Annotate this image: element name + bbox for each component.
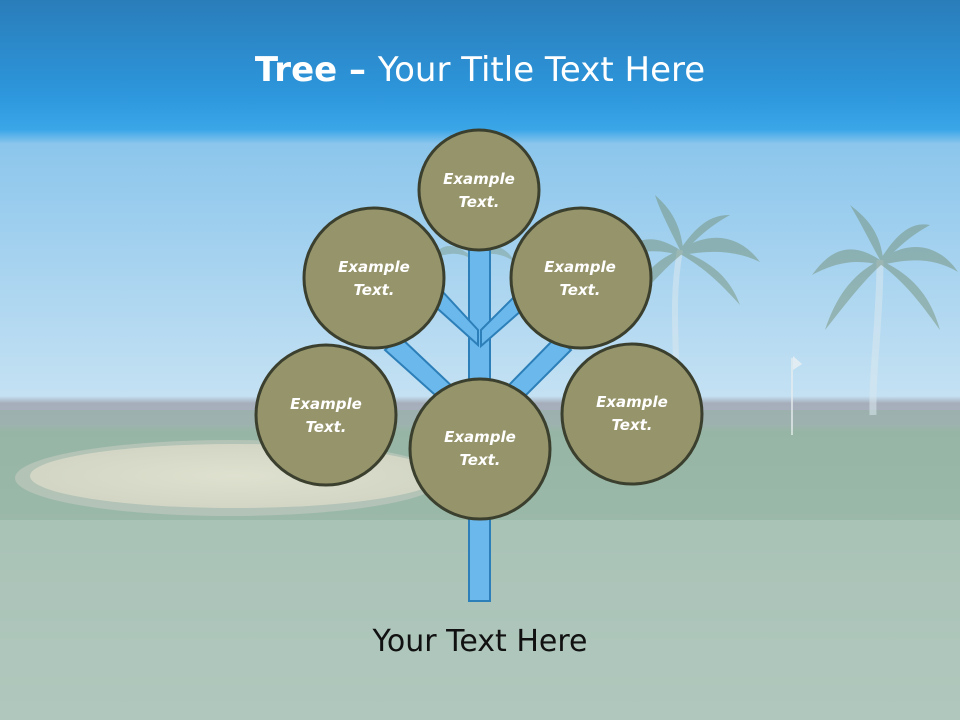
caption-text: Your Text Here [372,624,588,659]
node-label-top: Example Text. [419,168,539,214]
node-label-line: Example [290,395,362,413]
node-label-line: Text. [459,451,501,469]
node-label-upper-right: Example Text. [520,256,640,302]
title-separator: – [337,50,378,90]
slide-title: Tree – Your Title Text Here [0,50,960,90]
node-circle-lower-right[interactable] [560,342,704,486]
title-bold: Tree [254,50,338,90]
node-label-line: Example [443,170,515,188]
node-label-line: Example [544,258,616,276]
node-label-line: Example [596,393,668,411]
node-circle-top[interactable] [417,128,541,252]
title-text: Your Title Text Here [377,50,706,90]
node-label-center: Example Text. [420,426,540,472]
node-label-line: Example [338,258,410,276]
node-circle-lower-left[interactable] [254,343,398,487]
node-label-line: Text. [305,418,347,436]
node-circle-upper-right[interactable] [509,206,653,350]
node-label-upper-left: Example Text. [314,256,434,302]
node-label-line: Text. [611,416,653,434]
node-label-lower-right: Example Text. [572,391,692,437]
node-label-line: Text. [458,193,500,211]
node-circle-center[interactable] [408,377,552,521]
node-label-lower-left: Example Text. [266,393,386,439]
node-label-line: Example [444,428,516,446]
node-label-line: Text. [559,281,601,299]
tree-nodes [254,128,704,521]
node-circle-upper-left[interactable] [302,206,446,350]
node-label-line: Text. [353,281,395,299]
